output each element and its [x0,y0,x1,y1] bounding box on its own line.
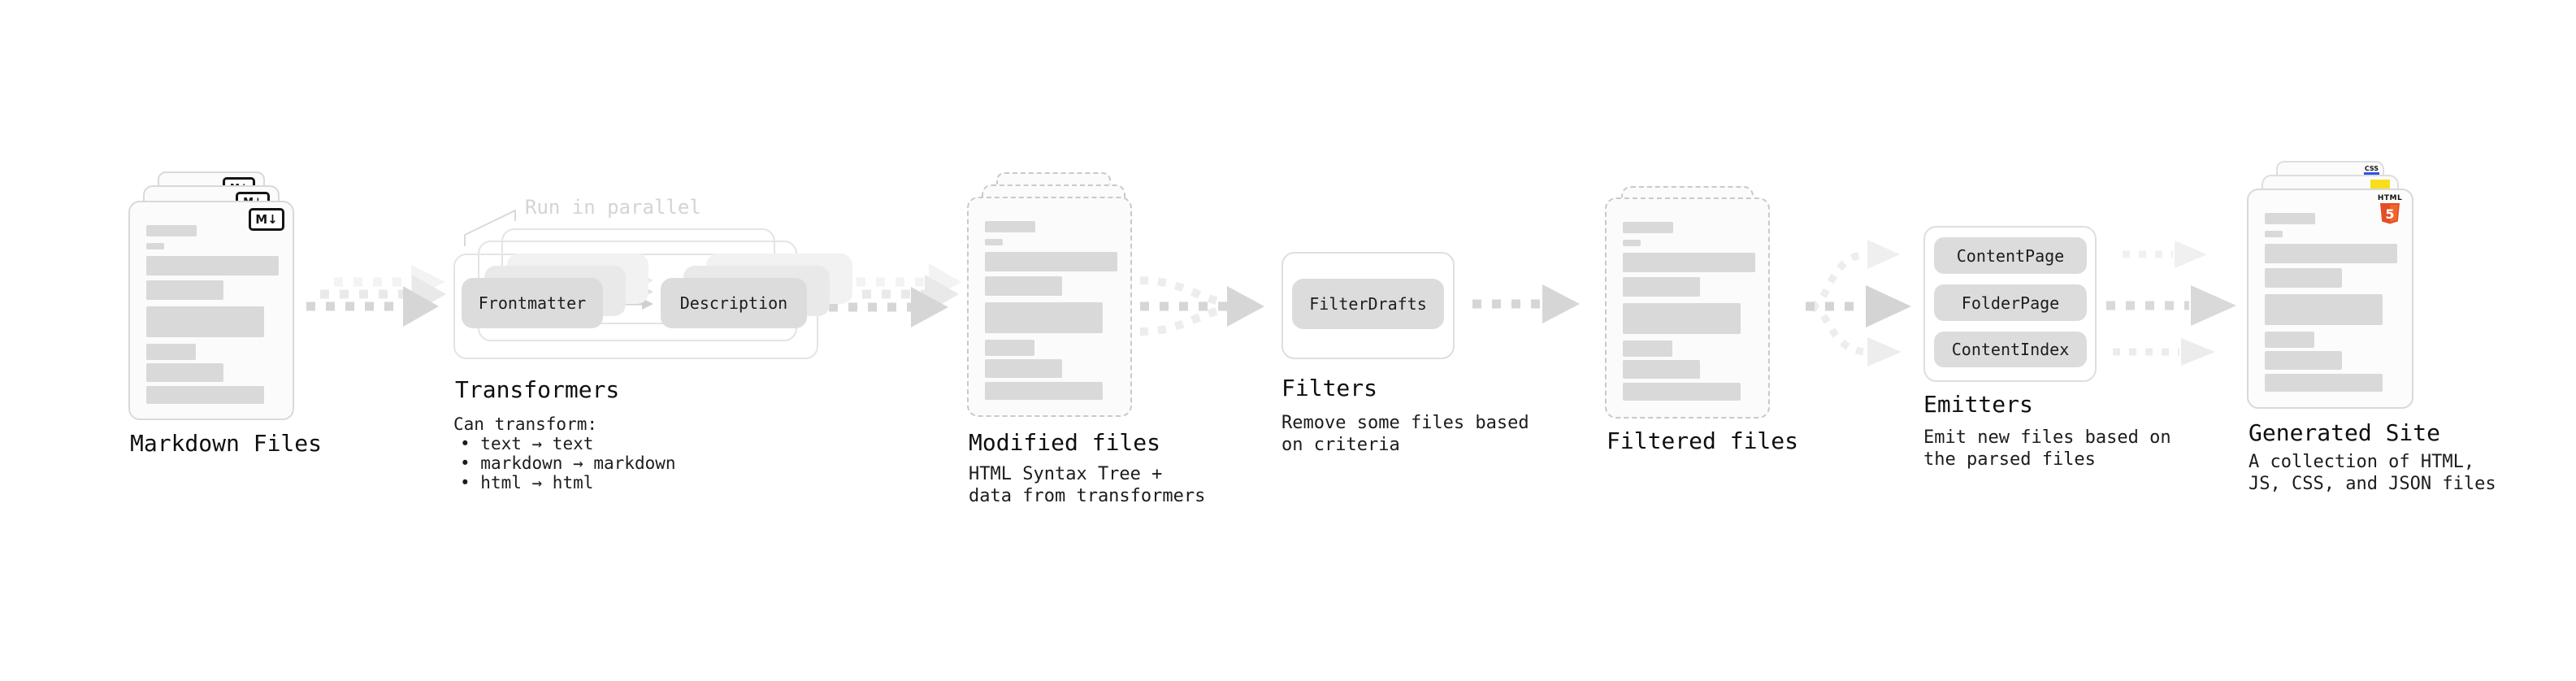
file-text-bar [2265,268,2342,288]
file-text-bar [1623,383,1741,401]
file-text-bar [2265,244,2397,263]
file-text-bar [2265,213,2315,224]
file-text-bar [985,340,1034,356]
generated-site-subtitle: A collection of HTML, JS, CSS, and JSON … [2249,452,2496,494]
stage-title-modified-files: Modified files [969,429,1161,456]
file-text-bar [985,239,1003,245]
file-text-bar [1623,277,1700,297]
emitter-pill-contentpage: ContentPage [1934,237,2087,274]
arrow-modified-to-filters [1139,276,1264,336]
file-text-bar [146,243,164,249]
file-text-bar [1623,303,1741,334]
file-text-bar [2265,332,2314,348]
file-text-bar [146,386,264,404]
file-text-bar [985,302,1103,333]
filter-pill-filterdrafts: FilterDrafts [1292,279,1444,329]
emitter-pill-folderpage: FolderPage [1934,284,2087,321]
css-file-icon: CSS [2363,165,2379,175]
file-text-bar [1623,340,1672,357]
file-text-bar [146,256,279,275]
file-text-bar [2265,231,2283,237]
transformers-desc-list: text → text markdown → markdown html → h… [460,434,676,492]
js-file-icon [2370,180,2390,189]
filters-subtitle: Remove some files based on criteria [1281,413,1529,455]
arrow-filtered-to-emitters [1806,240,1911,367]
file-text-bar [985,276,1062,296]
file-text-bar [146,280,223,300]
emitters-subtitle: Emit new files based on the parsed files [1923,427,2171,470]
modified-file-card [967,197,1132,417]
stage-title-generated-site: Generated Site [2249,419,2441,446]
stage-title-markdown-files: Markdown Files [130,430,323,457]
file-text-bar [1623,222,1673,233]
markdown-icon: M↓ [249,208,284,231]
arrow-filters-to-filtered [1472,284,1580,323]
transform-bullet: markdown → markdown [460,453,675,473]
run-in-parallel-label: Run in parallel [525,196,701,219]
file-text-bar [1623,253,1755,272]
file-text-bar [146,363,223,382]
file-text-bar [2265,351,2342,370]
transformer-pill-frontmatter: Frontmatter [462,278,603,328]
stage-title-filters: Filters [1281,375,1378,401]
transform-bullet: text → text [460,434,676,453]
transformer-pill-description: Description [661,278,807,328]
transform-bullet: html → html [460,473,676,492]
file-text-bar [985,221,1035,232]
filtered-file-card [1605,197,1770,419]
file-text-bar [2265,294,2383,325]
file-text-bar [146,225,197,236]
file-text-bar [2265,374,2383,392]
file-text-bar [1623,240,1641,246]
transformers-desc-heading: Can transform: [453,414,598,434]
markdown-file-card: M↓ [128,201,294,420]
generated-site-card: HTML 5 [2247,189,2413,409]
file-text-bar [1623,360,1700,379]
stage-title-filtered-files: Filtered files [1607,427,1799,454]
stage-title-transformers: Transformers [455,376,620,403]
emitter-pill-contentindex: ContentIndex [1934,332,2087,367]
file-text-bar [985,382,1103,400]
file-text-bar [985,252,1117,271]
file-text-bar [146,344,196,360]
svg-text:5: 5 [2385,206,2394,222]
html5-label: HTML [2377,194,2403,202]
html5-icon: HTML 5 [2376,194,2404,225]
modified-files-subtitle: HTML Syntax Tree + data from transformer… [969,464,1206,506]
file-text-bar [985,359,1062,378]
arrow-emitters-to-generated [2106,241,2236,366]
stage-title-emitters: Emitters [1923,391,2033,418]
html5-shield: 5 [2380,203,2400,224]
arrow-markdown-to-transformers [306,265,446,327]
file-text-bar [146,306,264,337]
